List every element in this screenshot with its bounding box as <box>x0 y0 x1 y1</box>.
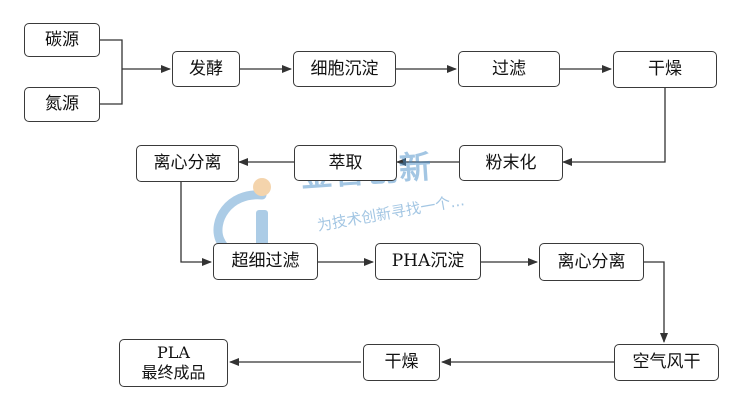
node-nitrogen: 氮源 <box>24 87 100 122</box>
node-ultrafilter: 超细过滤 <box>213 243 318 280</box>
node-centrifuge-2: 离心分离 <box>539 243 644 281</box>
pla-label: PLA <box>157 343 190 362</box>
node-centrifuge: 离心分离 <box>136 145 239 182</box>
node-dry: 干燥 <box>613 51 717 88</box>
connector-carbon <box>100 39 123 105</box>
node-carbon: 碳源 <box>24 23 100 57</box>
node-pla-final: PLA 最终成品 <box>119 339 228 387</box>
node-powder: 粉末化 <box>459 145 563 181</box>
node-ferment: 发酵 <box>172 51 240 87</box>
node-filter: 过滤 <box>458 51 560 87</box>
node-pha-sediment: PHA沉淀 <box>375 243 481 280</box>
node-extract: 萃取 <box>294 145 397 181</box>
arrow-centrifuge-airdry <box>644 261 668 343</box>
node-dry-2: 干燥 <box>363 344 440 381</box>
arrow-dry-powder <box>562 88 666 166</box>
arrow-centrifuge-ultrafilter <box>180 182 212 266</box>
node-sediment: 细胞沉淀 <box>293 51 396 87</box>
node-air-dry: 空气风干 <box>614 344 719 381</box>
final-product-label: 最终成品 <box>141 363 206 382</box>
